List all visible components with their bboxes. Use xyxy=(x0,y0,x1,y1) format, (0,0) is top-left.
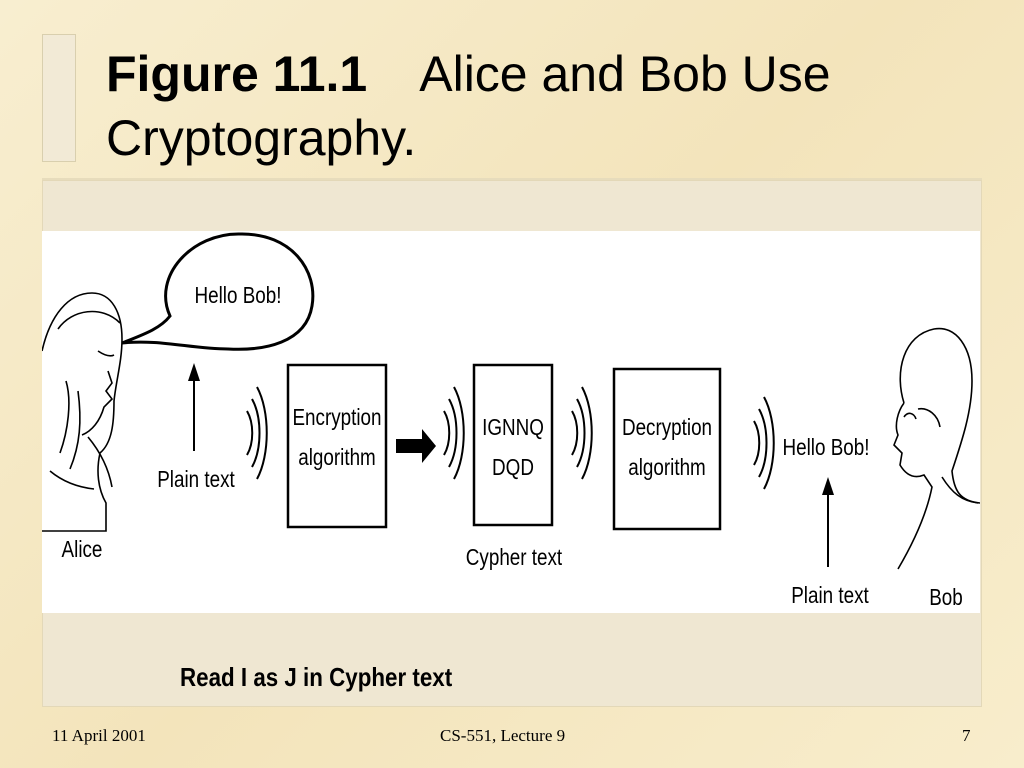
footer-date: 11 April 2001 xyxy=(52,726,146,745)
cypher-text-label: Cypher text xyxy=(466,545,563,570)
title-text-line2: Cryptography. xyxy=(106,110,417,166)
encryption-box xyxy=(286,363,388,529)
title-text: Alice and Bob Use xyxy=(419,46,831,102)
alice-figure xyxy=(42,292,123,532)
ciphertext-box xyxy=(472,363,554,527)
alice-plain-text-label: Plain text xyxy=(157,467,235,492)
transmission-waves-4 xyxy=(753,396,775,490)
transmission-waves-2 xyxy=(443,386,465,480)
cryptography-diagram: Hello Bob! Plain text Alice Encryption a… xyxy=(42,232,980,610)
slide-title: Figure 11.1 Alice and Bob Use Cryptograph… xyxy=(106,42,986,170)
decryption-line2: algorithm xyxy=(628,455,706,480)
encryption-line1: Encryption xyxy=(292,405,381,430)
encrypt-arrow xyxy=(396,429,436,463)
bubble-text: Hello Bob! xyxy=(195,283,282,308)
figure-caption: Read I as J in Cypher text xyxy=(180,662,453,692)
received-message: Hello Bob! xyxy=(783,435,870,460)
ciphertext-line1: IGNNQ xyxy=(482,415,544,440)
speech-bubble xyxy=(121,232,315,351)
title-figure-number: Figure 11.1 xyxy=(106,46,368,102)
encryption-line2: algorithm xyxy=(298,445,376,470)
bob-label: Bob xyxy=(929,585,963,610)
footer-course: CS-551, Lecture 9 xyxy=(440,726,566,745)
footer-page-number: 7 xyxy=(962,726,971,745)
bob-arrow-head xyxy=(822,477,834,495)
alice-label: Alice xyxy=(62,537,103,562)
title-divider xyxy=(42,178,982,180)
alice-arrow-head xyxy=(188,363,200,381)
decryption-line1: Decryption xyxy=(622,415,712,440)
transmission-waves-3 xyxy=(571,386,593,480)
bob-plain-text-label: Plain text xyxy=(791,583,869,608)
decryption-box xyxy=(612,367,722,531)
transmission-waves-1 xyxy=(246,386,268,480)
ciphertext-line2: DQD xyxy=(492,455,534,480)
title-decor-bar xyxy=(42,34,76,162)
bob-figure xyxy=(893,327,980,570)
